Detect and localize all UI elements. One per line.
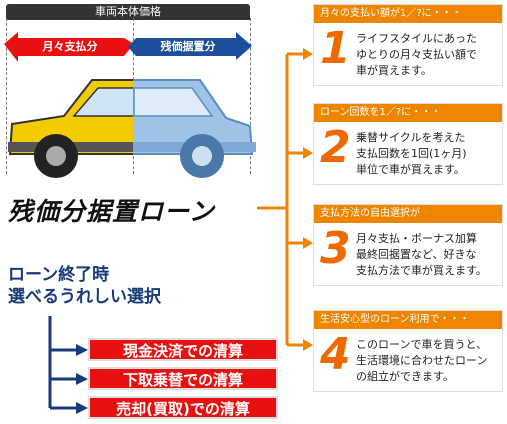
tradein-settlement-option: 下取乗替での清算 [88,367,278,390]
monthly-payment-label: 月々支払分 [42,40,98,53]
benefit-number: 4 [320,329,351,380]
benefit-title: 支払方法の自由選択が [314,205,502,223]
loan-end-heading: ローン終了時 選べるうれしい選択 [8,264,161,308]
car-illustration [8,79,256,178]
residual-value-arrow [128,32,252,60]
benefit-title: 生活安心型のローン利用で・・・ [314,311,502,329]
sale-settlement-option: 売却(買取)での清算 [88,396,278,419]
benefit-title: ローン回数を1／?に・・・ [314,104,502,122]
benefit-card-1: 月々の支払い額が1／?に・・・ 1 ライフスタイルにあった ゆとりの月々支払い額… [313,4,503,86]
loan-end-heading-line2: 選べるうれしい選択 [8,287,161,307]
residual-value-label: 残価据置分 [160,40,216,53]
price-split-arrows [4,32,252,62]
guide-line-right [250,18,251,174]
benefit-text: ライフスタイルにあった ゆとりの月々支払い額で 車が買えます。 [356,32,477,77]
loan-end-heading-line1: ローン終了時 [8,265,110,285]
benefit-title: 月々の支払い額が1／?に・・・ [314,5,502,23]
benefit-text: 乗替サイクルを考えた 支払回数を1回(1ヶ月) 単位で車が買えます。 [356,131,467,176]
options-connector [48,316,88,414]
benefit-number: 2 [320,122,351,173]
benefit-card-3: 支払方法の自由選択が 3 月々支払・ボーナス加算 最終回据置など、好きな 支払方… [313,204,503,286]
benefit-card-4: 生活安心型のローン利用で・・・ 4 このローンで車を買うと、 生活環境に合わせた… [313,310,503,392]
guide-line-left [6,18,7,174]
benefit-text: このローンで車を買うと、 生活環境に合わせたローン の組立ができます。 [356,338,488,383]
benefit-number: 3 [320,223,351,274]
vehicle-price-header: 車両本体価格 [6,4,250,20]
cash-settlement-option: 現金決済での清算 [88,338,278,361]
benefit-number: 1 [320,23,351,74]
benefit-connector [257,48,313,351]
main-title: 残価分据置ローン [8,197,215,226]
benefit-card-2: ローン回数を1／?に・・・ 2 乗替サイクルを考えた 支払回数を1回(1ヶ月) … [313,103,503,185]
benefit-text: 月々支払・ボーナス加算 最終回据置など、好きな 支払方法で車が買えます。 [356,232,487,277]
